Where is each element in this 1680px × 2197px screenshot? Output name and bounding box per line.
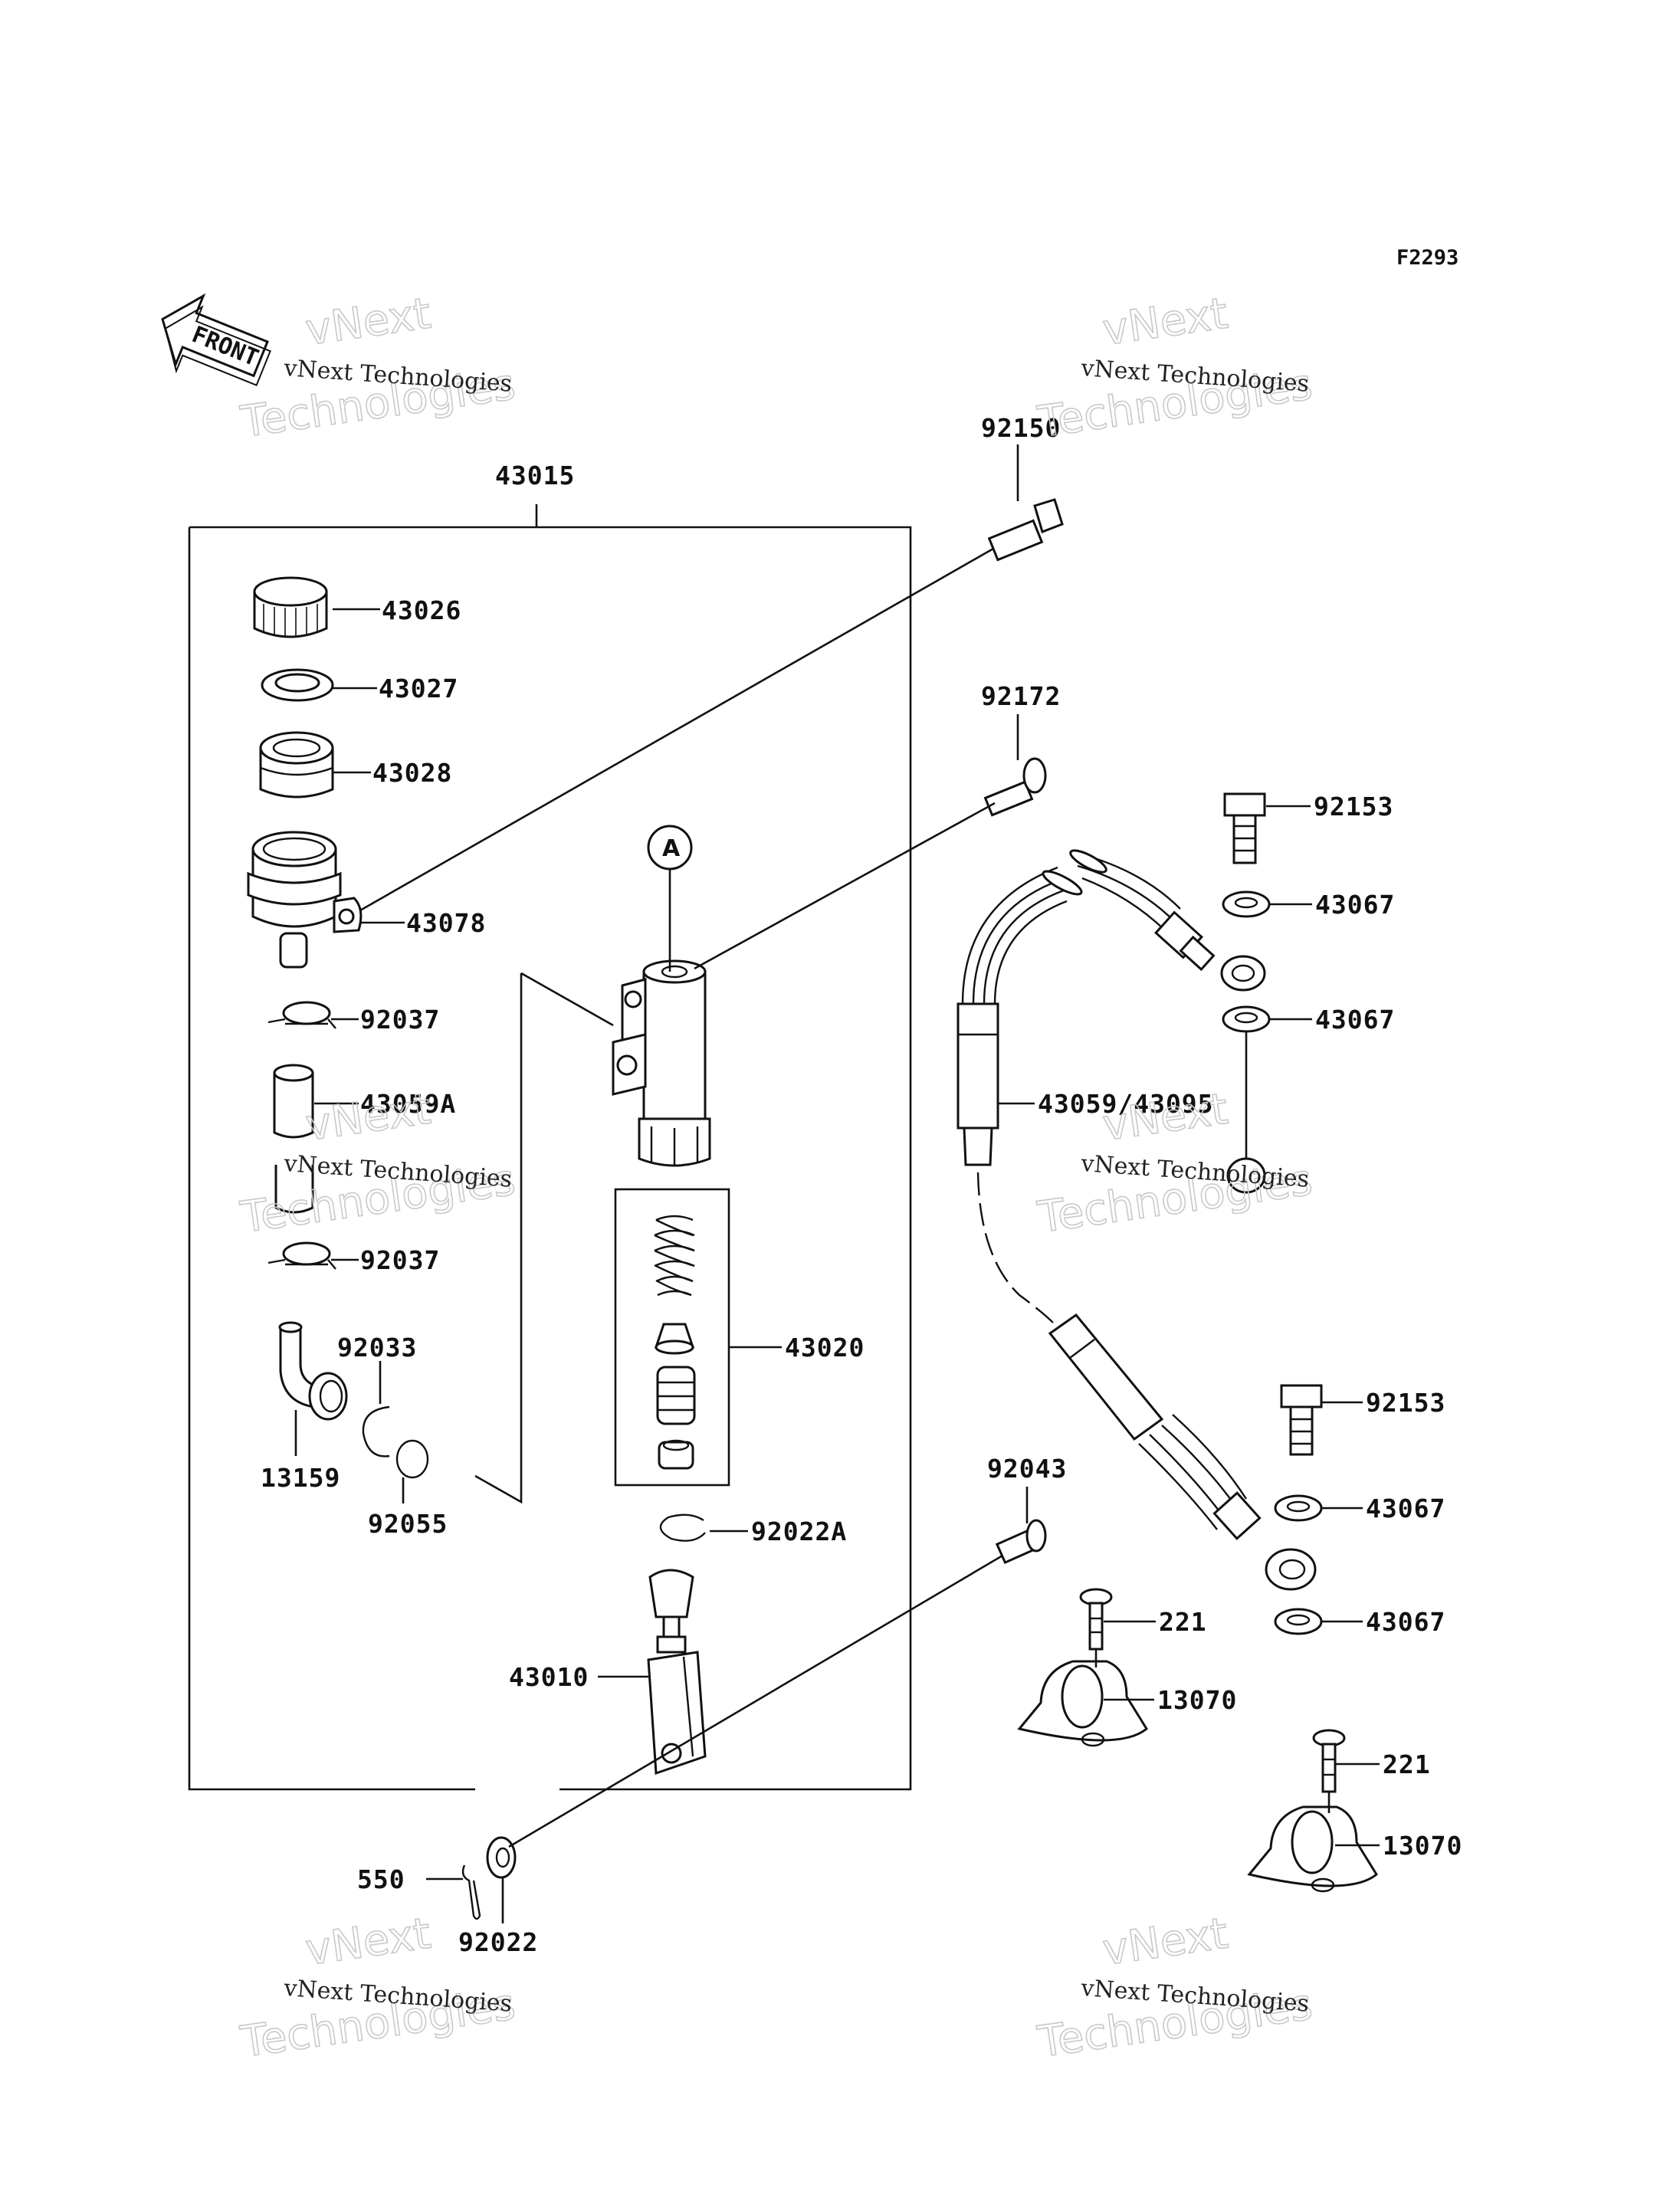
piston-cup (658, 1439, 694, 1470)
label-43026: 43026 (382, 595, 461, 625)
banjo-bolt-lower (1280, 1384, 1323, 1456)
hose-clamp-upper (267, 1001, 336, 1029)
reservoir-washer (261, 668, 334, 702)
circlip-92022a (659, 1513, 706, 1542)
hose-guide-upper (1017, 1660, 1148, 1747)
washer-43067-3 (1274, 1494, 1323, 1522)
pin-92043 (995, 1519, 1047, 1565)
piston-kit-box (614, 1188, 730, 1487)
label-92153-lower: 92153 (1366, 1388, 1445, 1418)
hose-lower (274, 1165, 314, 1214)
svg-text:vNext: vNext (303, 289, 434, 356)
leader-lines (294, 444, 1380, 1923)
screw-221-upper (1079, 1588, 1113, 1651)
label-92055: 92055 (368, 1509, 448, 1539)
label-43028: 43028 (372, 758, 452, 788)
svg-text:vNext: vNext (303, 1084, 434, 1151)
master-cylinder-body (612, 959, 711, 1167)
reservoir-cap (253, 576, 328, 638)
label-550: 550 (357, 1864, 405, 1894)
label-13159: 13159 (261, 1463, 340, 1493)
brake-hose (956, 849, 1317, 1591)
cotter-pin (461, 1864, 481, 1920)
label-43015: 43015 (495, 461, 575, 490)
front-arrow-icon: FRONT (161, 293, 271, 387)
label-92153-upper: 92153 (1314, 792, 1393, 821)
circlip (362, 1405, 390, 1458)
label-92022a: 92022A (751, 1517, 847, 1546)
label-92150: 92150 (981, 413, 1061, 443)
assembly-frame (188, 504, 912, 1791)
label-92037-lower: 92037 (360, 1245, 440, 1275)
label-221-upper: 221 (1159, 1607, 1207, 1637)
watermark-top-left: vNext Technologies vNext Technologies (237, 288, 519, 448)
push-rod (647, 1569, 707, 1776)
label-13070-upper: 13070 (1157, 1685, 1237, 1715)
label-43067-3: 43067 (1366, 1494, 1445, 1523)
screw-92172 (983, 757, 1047, 817)
label-43059-43095: 43059/43095 (1038, 1089, 1214, 1119)
label-92022: 92022 (458, 1927, 538, 1957)
label-92033: 92033 (337, 1333, 417, 1362)
label-92037-upper: 92037 (360, 1005, 440, 1035)
hose-upper (273, 1064, 314, 1139)
part-labels: 43015 43026 43027 43028 43078 92037 4305… (261, 413, 1462, 1957)
label-43020: 43020 (785, 1333, 865, 1362)
banjo-bolt-upper (1223, 792, 1266, 864)
svg-text:vNext: vNext (303, 1909, 434, 1976)
label-13070-lower: 13070 (1383, 1831, 1462, 1861)
hose-clamp-lower (267, 1241, 336, 1270)
label-43067-4: 43067 (1366, 1607, 1445, 1637)
washer-43067-4 (1274, 1608, 1323, 1635)
screw-221-lower (1312, 1729, 1346, 1793)
piston (656, 1366, 696, 1425)
label-221-lower: 221 (1383, 1749, 1431, 1779)
label-43067-2: 43067 (1315, 1005, 1395, 1035)
label-43067-1: 43067 (1315, 890, 1395, 920)
svg-text:vNext: vNext (1100, 289, 1231, 356)
hose-guide-lower (1247, 1805, 1378, 1893)
watermark-bottom-right: vNext Technologies vNext Technologies (1034, 1908, 1316, 2068)
label-43059a: 43059A (360, 1089, 456, 1119)
washer-43067-1 (1222, 890, 1271, 918)
label-43010: 43010 (509, 1662, 589, 1692)
elbow-fitting (278, 1321, 348, 1421)
spring (654, 1215, 695, 1297)
callout-letter: A (662, 835, 681, 862)
spring-seat (654, 1323, 695, 1355)
washer-43067-2 (1222, 1005, 1271, 1033)
label-43078: 43078 (406, 908, 486, 938)
reservoir-diaphragm (259, 731, 334, 798)
watermark-top-right: vNext Technologies vNext Technologies (1034, 288, 1316, 448)
reservoir-tank (247, 831, 363, 969)
label-43027: 43027 (379, 674, 458, 703)
bolt-92150 (987, 498, 1064, 562)
o-ring (395, 1439, 429, 1479)
label-92043: 92043 (987, 1454, 1067, 1484)
figure-code: F2293 (1396, 246, 1459, 270)
svg-text:vNext: vNext (1100, 1909, 1231, 1976)
label-92172: 92172 (981, 681, 1061, 711)
washer-92022 (486, 1836, 517, 1879)
